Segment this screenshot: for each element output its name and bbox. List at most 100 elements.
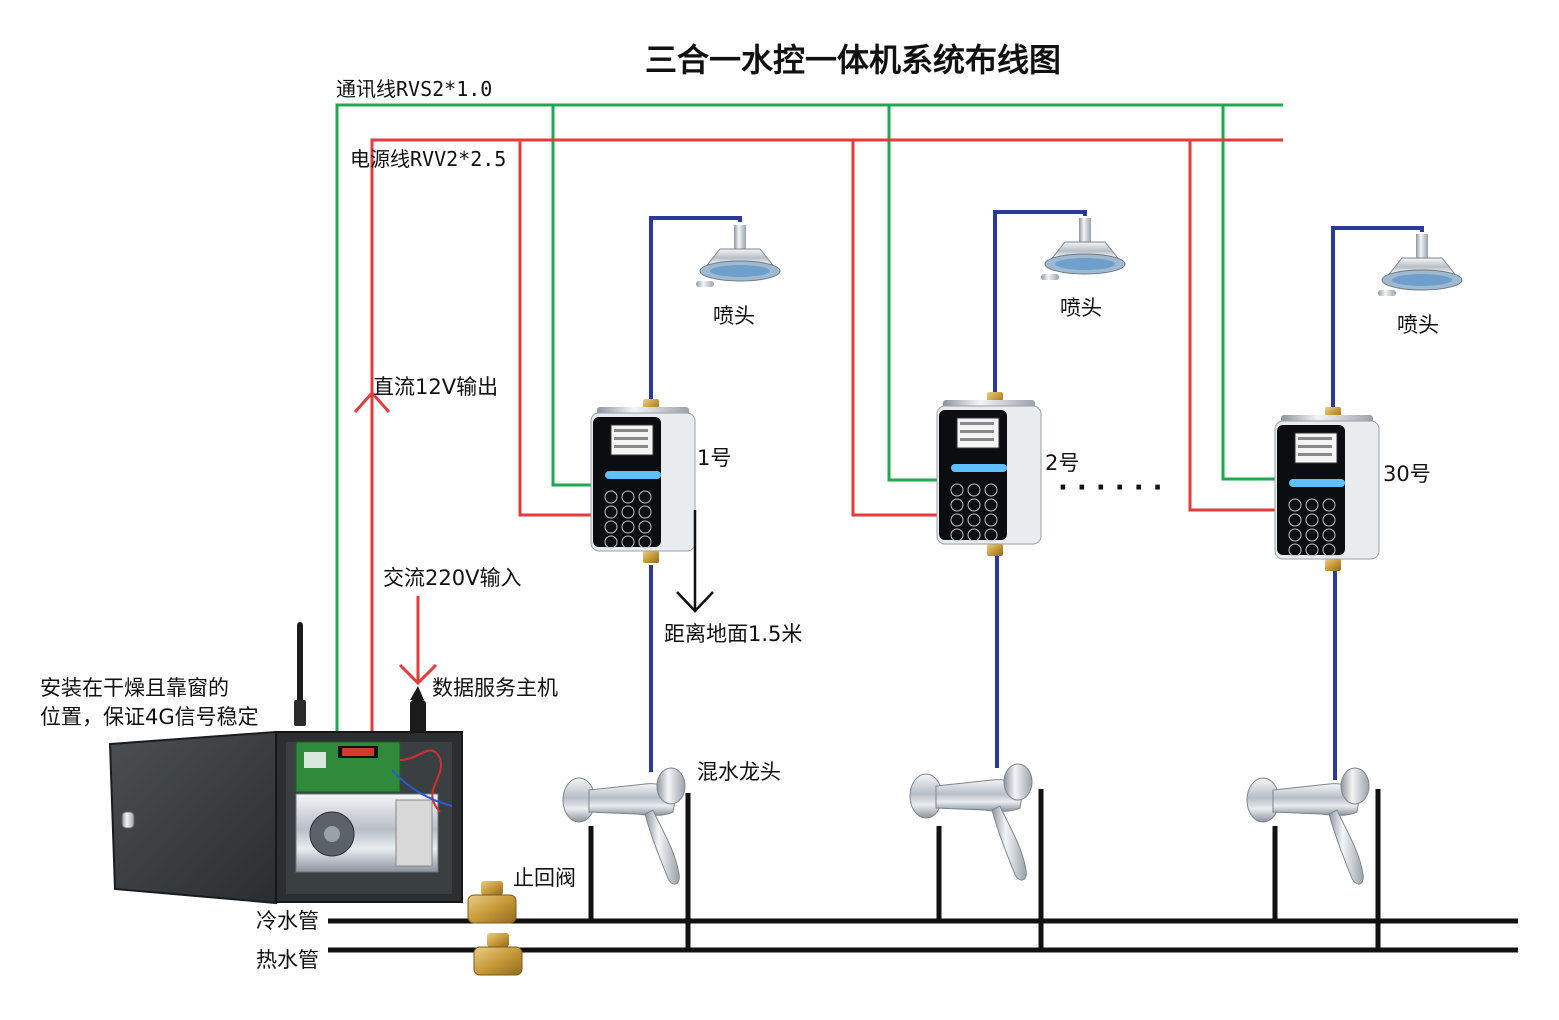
unit-label-3: 30号	[1383, 462, 1431, 486]
keypad-key-label: *	[955, 531, 959, 540]
keypad-key-label: 6	[642, 508, 647, 517]
keypad-key-label: 9	[642, 523, 647, 532]
keypad-key-label: 8	[625, 523, 630, 532]
keypad-key-label: 3	[988, 486, 993, 495]
keypad-key	[1288, 513, 1302, 527]
ellipsis: · · · · · ·	[1058, 473, 1163, 503]
keypad-key-label: 4	[1292, 516, 1297, 525]
keypad-key-label: *	[1293, 546, 1297, 555]
keypad-key	[1305, 528, 1319, 542]
dc-output-arrow	[353, 390, 391, 414]
power-line	[370, 138, 1283, 738]
pipes	[328, 789, 1518, 953]
keypad-key-label: 0	[625, 538, 630, 547]
keypad-key	[638, 520, 652, 534]
keypad-key-label: 1	[1292, 501, 1297, 510]
keypad-key-label: 7	[608, 523, 613, 532]
keypad-key-label: 0	[1309, 546, 1314, 555]
diagram-title: 三合一水控一体机系统布线图	[645, 41, 1061, 79]
mixer-faucet-1-icon	[562, 767, 686, 885]
keypad-key-label: #	[1326, 546, 1333, 555]
keypad-key	[621, 490, 635, 504]
card-slot-light	[605, 471, 661, 479]
keypad-key-label: 0	[971, 531, 976, 540]
keypad-key	[984, 498, 998, 512]
keypad-key-label: 1	[608, 493, 613, 502]
keypad-key-label: 8	[971, 516, 976, 525]
keypad-key-label: 5	[625, 508, 630, 517]
unit-label-2: 2号	[1045, 451, 1079, 475]
keypad-key	[1305, 498, 1319, 512]
install-note-line2: 位置，保证4G信号稳定	[40, 705, 259, 729]
hot-pipe-label: 热水管	[256, 948, 319, 972]
door-lock-icon	[121, 811, 135, 829]
keypad-key	[1322, 498, 1336, 512]
keypad-key	[1305, 513, 1319, 527]
comm-line-label: 通讯线RVS2*1.0	[336, 77, 492, 101]
keypad-key-label: 4	[954, 501, 959, 510]
keypad-key-label: 6	[1326, 516, 1331, 525]
dc-output-label: 直流12V输出	[373, 375, 498, 399]
check-valve-label: 止回阀	[513, 866, 576, 890]
mixer-label: 混水龙头	[697, 760, 781, 784]
keypad-key-label: 5	[971, 501, 976, 510]
shower-head-2-icon	[1041, 218, 1126, 280]
comm-line	[335, 103, 1283, 738]
keypad-key	[638, 490, 652, 504]
keypad-key-label: 9	[988, 516, 993, 525]
keypad-key	[967, 528, 981, 542]
height-arrow	[676, 510, 714, 613]
keypad-key-label: #	[642, 538, 649, 547]
water-lines	[649, 210, 1424, 780]
keypad-key	[1322, 513, 1336, 527]
keypad-key	[967, 513, 981, 527]
outlet-fitting	[987, 544, 1003, 556]
keypad-key	[1305, 543, 1319, 557]
keypad-key	[604, 535, 618, 549]
keypad-key-label: 7	[954, 516, 959, 525]
keypad-key	[967, 498, 981, 512]
shower-label-3: 喷头	[1397, 313, 1439, 337]
shower-label-2: 喷头	[1060, 296, 1102, 320]
keypad-key	[984, 513, 998, 527]
keypad-key	[1288, 528, 1302, 542]
ac-input-label: 交流220V输入	[383, 566, 521, 590]
keypad-key-label: 5	[1309, 516, 1314, 525]
keypad-key	[621, 535, 635, 549]
shower-label-1: 喷头	[713, 304, 755, 328]
cabinet-door	[108, 730, 277, 905]
keypad-key	[621, 505, 635, 519]
keypad-key	[604, 505, 618, 519]
keypad-key	[950, 483, 964, 497]
keypad-key	[604, 520, 618, 534]
outlet-fitting	[643, 551, 659, 563]
keypad-key	[950, 498, 964, 512]
keypad-key	[984, 528, 998, 542]
ac-input-arrow	[398, 596, 438, 686]
card-slot-light	[951, 464, 1007, 472]
keypad-key-label: 6	[988, 501, 993, 510]
keypad-key-label: 3	[642, 493, 647, 502]
height-note: 距离地面1.5米	[664, 622, 802, 646]
shower-head-1-icon	[696, 225, 781, 287]
antenna-left-icon	[294, 622, 306, 726]
keypad-key-label: *	[609, 538, 613, 547]
keypad-key-label: 9	[1326, 531, 1331, 540]
keypad-key-label: 1	[954, 486, 959, 495]
card-slot-light	[1289, 479, 1345, 487]
keypad-key-label: 8	[1309, 531, 1314, 540]
keypad-key	[604, 490, 618, 504]
keypad-key	[621, 520, 635, 534]
cold-pipe-label: 冷水管	[256, 909, 319, 933]
keypad-key-label: 3	[1326, 501, 1331, 510]
mixers	[562, 763, 1370, 885]
keypad-key	[950, 528, 964, 542]
shower-head-3-icon	[1378, 234, 1463, 296]
keypad-key-label: 7	[1292, 531, 1297, 540]
check-valve-cold-icon	[467, 881, 517, 924]
